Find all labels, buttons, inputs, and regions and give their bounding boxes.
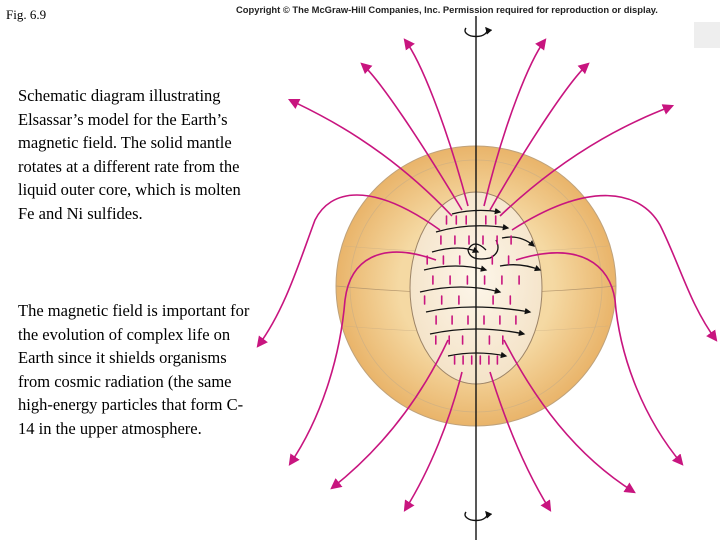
flow-arrow (435, 223, 510, 233)
flow-arrow (467, 239, 499, 260)
flow-arrow (419, 286, 502, 294)
flow-arrow (431, 246, 480, 253)
field-line (489, 62, 590, 211)
field-line (403, 371, 463, 512)
flow-arrow (501, 236, 535, 247)
field-line (503, 339, 636, 494)
field-line (499, 104, 675, 217)
flow-arrow (423, 265, 488, 272)
figure-label: Fig. 6.9 (6, 7, 47, 22)
field-line (256, 194, 441, 348)
core-flow-arrows (419, 207, 542, 359)
field-line (483, 38, 547, 207)
field-line (403, 38, 469, 207)
rotation-arrow-top-icon (464, 26, 493, 38)
corner-box (694, 22, 720, 48)
flow-arrow (447, 351, 508, 359)
copyright-notice: Copyright © The McGraw-Hill Companies, I… (236, 4, 658, 15)
core-field-marks (423, 215, 520, 365)
earth-magnetic-field-diagram (256, 16, 718, 540)
rotation-arrow-bottom-icon (464, 510, 493, 522)
field-line (288, 251, 437, 466)
field-line (511, 194, 718, 342)
flow-arrow (425, 306, 532, 315)
description-paragraph: Schematic diagram illustrating Elsassar’… (18, 86, 241, 223)
field-line (360, 62, 463, 211)
field-line (489, 371, 552, 512)
flow-arrow (499, 264, 542, 272)
flow-arrow (451, 207, 502, 215)
field-line (515, 252, 684, 466)
field-line (330, 339, 449, 490)
field-line (287, 98, 453, 217)
flow-arrow (429, 328, 526, 337)
magnetic-field-paragraph: The magnetic field is important for the … (18, 301, 250, 438)
magnetic-field-lines (256, 38, 718, 512)
